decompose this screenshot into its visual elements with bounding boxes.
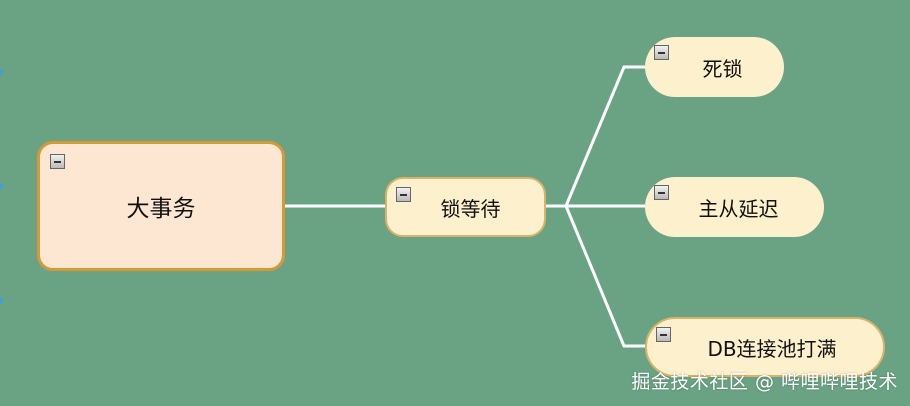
edge-marker bbox=[0, 70, 3, 75]
root-node[interactable]: 大事务 bbox=[37, 141, 285, 271]
collapse-icon[interactable] bbox=[396, 187, 411, 202]
leaf-node-label: 主从延迟 bbox=[698, 196, 779, 221]
leaf-node[interactable]: 主从延迟 bbox=[645, 177, 824, 237]
leaf-node[interactable]: 死锁 bbox=[645, 37, 784, 97]
collapse-icon[interactable] bbox=[654, 185, 669, 200]
child-node[interactable]: 锁等待 bbox=[385, 177, 546, 237]
leaf-node-label: 死锁 bbox=[702, 56, 743, 81]
root-node-label: 大事务 bbox=[126, 196, 196, 222]
collapse-icon[interactable] bbox=[654, 45, 669, 60]
edge-marker bbox=[0, 184, 3, 189]
edge-marker bbox=[0, 298, 3, 303]
watermark-text: 掘金技术社区 @ 哔哩哔哩技术 bbox=[631, 371, 898, 393]
collapse-icon[interactable] bbox=[50, 154, 65, 169]
leaf-node-label: DB连接池打满 bbox=[707, 336, 837, 361]
leaf-node[interactable]: DB连接池打满 bbox=[645, 317, 885, 377]
connector-to-leaf-3 bbox=[564, 205, 645, 348]
collapse-icon[interactable] bbox=[656, 327, 671, 342]
connector-to-leaf-1 bbox=[564, 65, 645, 207]
child-node-label: 锁等待 bbox=[440, 196, 501, 221]
